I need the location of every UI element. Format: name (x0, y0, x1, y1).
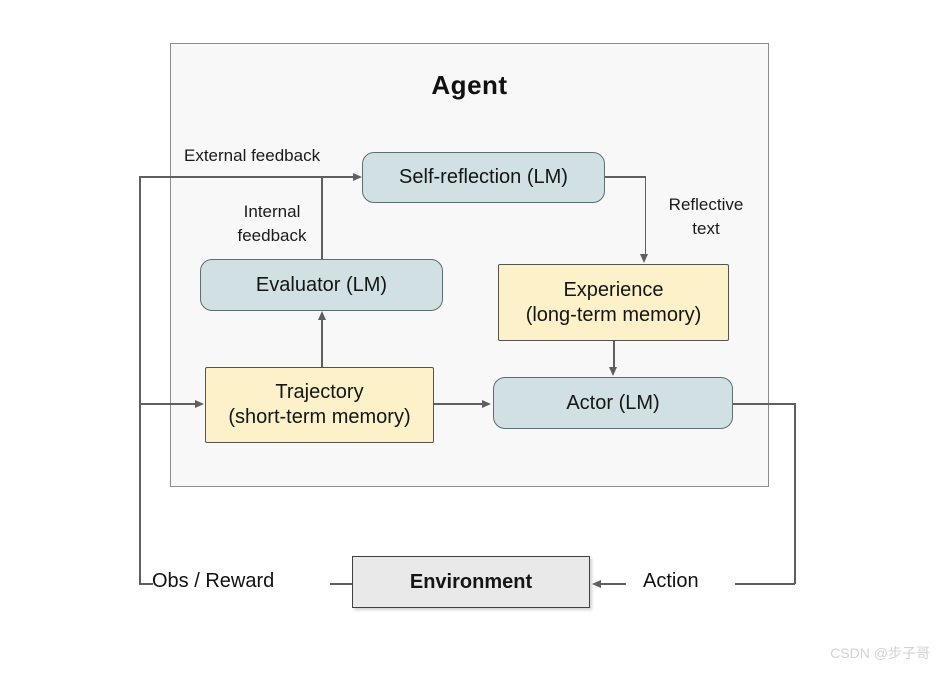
trajectory-node: Trajectory (short-term memory) (205, 367, 434, 443)
reflective-text-line (644, 176, 647, 255)
external-feedback-label: External feedback (184, 146, 321, 165)
arrowhead-into-evaluator (317, 311, 326, 320)
experience-node: Experience (long-term memory) (498, 264, 729, 341)
agent-title: Agent (431, 70, 508, 100)
environment-node: Environment (352, 556, 590, 608)
reflective-text-label: Reflective text (660, 193, 752, 241)
self-reflection-out-line (605, 176, 646, 178)
arrowhead-into-actor-top (609, 367, 617, 376)
obs-right-segment (330, 583, 352, 585)
action-left-segment (601, 583, 626, 585)
evaluator-node: Evaluator (LM) (200, 259, 443, 311)
environment-label: Environment (409, 570, 533, 593)
experience-to-actor-line (613, 341, 615, 368)
reflective-text-label-line2: text (692, 218, 720, 238)
external-feedback-line (139, 176, 353, 178)
action-label: Action (643, 570, 699, 592)
self-reflection-node: Self-reflection (LM) (362, 152, 605, 203)
internal-feedback-label: Internal feedback (230, 200, 314, 248)
trajectory-label-line1: Trajectory (275, 381, 364, 403)
trajectory-to-evaluator-line (321, 313, 323, 368)
actor-out-line (733, 403, 796, 405)
actor-node: Actor (LM) (493, 377, 733, 429)
arrowhead-into-trajectory (195, 399, 204, 408)
left-feedback-line (139, 176, 141, 584)
experience-label-line2: (long-term memory) (525, 303, 702, 326)
self-reflection-label: Self-reflection (LM) (399, 166, 568, 188)
arrowhead-into-self-reflection (353, 172, 362, 181)
actor-label: Actor (LM) (566, 391, 660, 414)
right-action-line (794, 403, 796, 584)
arrowhead-into-environment (592, 579, 601, 588)
trajectory-label-line2: (short-term memory) (228, 406, 411, 428)
internal-feedback-line (321, 177, 323, 260)
obs-to-trajectory-line (139, 403, 196, 405)
obs-left-segment (139, 583, 153, 585)
obs-reward-label: Obs / Reward (152, 570, 275, 592)
internal-feedback-label-line1: Internal (243, 202, 301, 221)
action-right-segment (735, 583, 795, 585)
csdn-watermark: CSDN @步子哥 (830, 645, 930, 661)
trajectory-to-actor-line (434, 403, 483, 405)
arrowhead-into-experience (640, 254, 648, 263)
internal-feedback-label-line2: feedback (237, 225, 307, 245)
evaluator-label: Evaluator (LM) (255, 273, 388, 296)
experience-label-line1: Experience (563, 278, 664, 301)
arrowhead-into-actor-left (482, 399, 491, 408)
reflective-text-label-line1: Reflective (668, 195, 744, 214)
